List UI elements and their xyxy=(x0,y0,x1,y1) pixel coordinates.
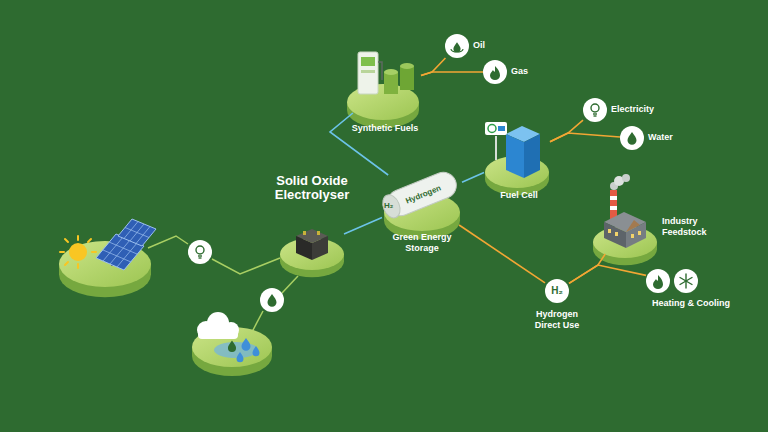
node-label: Industry Feedstock xyxy=(662,216,720,238)
output-icon: Heating & Cooling xyxy=(646,269,698,293)
flow-line xyxy=(462,173,484,183)
flow-line xyxy=(421,72,483,76)
tank-label: H₂ xyxy=(384,201,393,210)
flow-line xyxy=(330,113,388,175)
node-label: Electricity xyxy=(611,104,654,115)
flow-line xyxy=(421,58,445,76)
tank-label: Hydrogen xyxy=(404,183,442,205)
platform xyxy=(59,84,657,376)
process-platform: Solid Oxide Electrolyser xyxy=(280,226,344,270)
output-icon: Water xyxy=(620,126,644,150)
flow-line xyxy=(569,265,646,283)
node-label: Hydrogen Direct Use xyxy=(525,309,589,331)
process-platform: Fuel Cell xyxy=(484,130,550,186)
rain-cloud xyxy=(197,312,260,362)
fuel-pump xyxy=(358,52,414,94)
output-icon: Electricity xyxy=(583,98,607,122)
sun xyxy=(60,236,96,268)
snowflake-icon xyxy=(680,274,692,288)
bulb-icon xyxy=(196,104,599,258)
process-platform: Synthetic Fuels xyxy=(345,63,421,113)
electrolyser-unit xyxy=(296,229,328,260)
process-platform: Industry Feedstock xyxy=(590,200,656,254)
node-label: Synthetic Fuels xyxy=(352,123,419,134)
fuel-cell-unit xyxy=(485,122,540,178)
flow-line xyxy=(569,254,605,283)
factory xyxy=(604,174,646,248)
flame-icon xyxy=(490,66,663,289)
output-icon: Oil xyxy=(445,34,469,58)
symbol-text: H₂ xyxy=(551,285,563,297)
icon-circle xyxy=(188,34,698,312)
node-label: Solid Oxide Electrolyser xyxy=(262,174,362,202)
output-icon: Gas xyxy=(483,60,507,84)
flow-line xyxy=(459,225,545,283)
node-label: Water xyxy=(648,132,673,143)
flow-line xyxy=(344,217,382,234)
hydrogen-tank xyxy=(379,168,460,221)
node-label: Green Energy Storage xyxy=(387,232,457,254)
hydrogen-circle: H₂Hydrogen Direct Use xyxy=(545,279,569,303)
node-label: Oil xyxy=(473,40,485,51)
node-label: Fuel Cell xyxy=(500,190,538,201)
storage-platform: Green Energy Storage xyxy=(382,175,462,225)
node-label: Gas xyxy=(511,66,528,77)
solar-panel xyxy=(96,219,156,270)
node-label: Heating & Cooling xyxy=(652,298,730,309)
flow-line xyxy=(550,133,620,142)
